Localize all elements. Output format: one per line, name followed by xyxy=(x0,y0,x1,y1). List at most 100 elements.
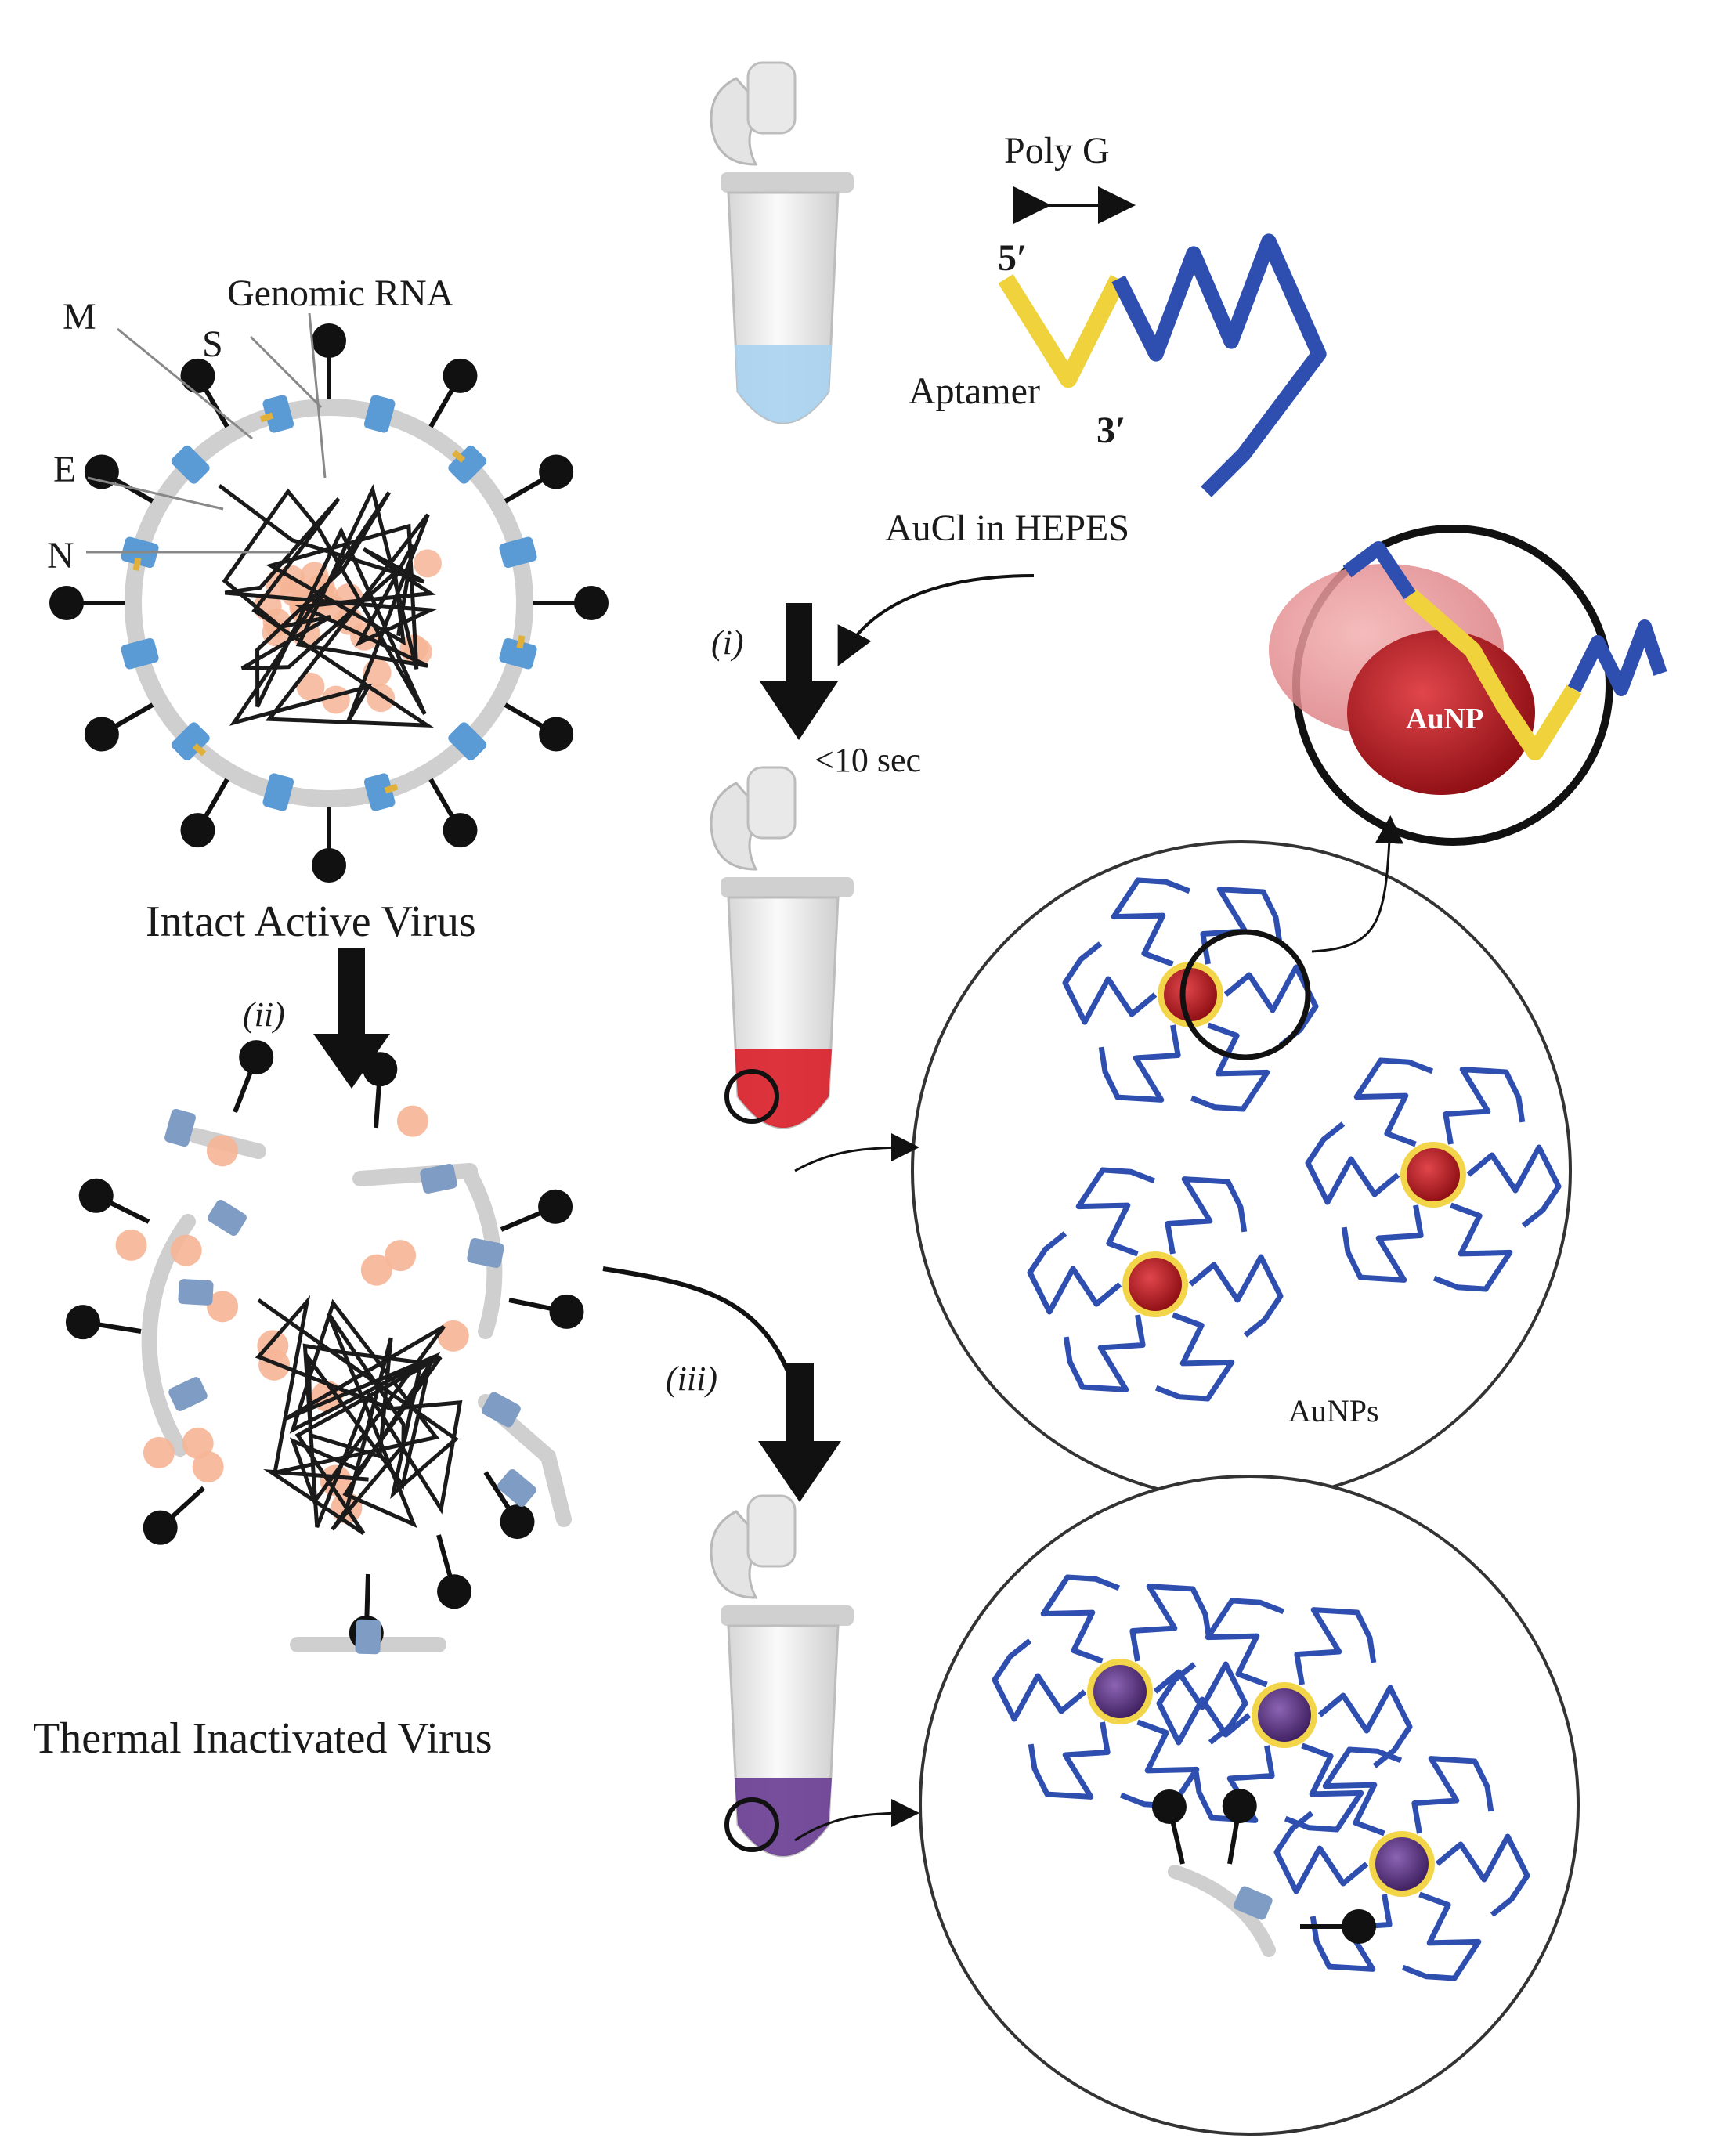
nucleocapsid-protein xyxy=(385,1240,417,1272)
bound-aptamer xyxy=(1063,1314,1146,1392)
spike-protein xyxy=(549,1294,584,1329)
aptamer-backbone xyxy=(1098,1024,1181,1103)
aptamer-backbone xyxy=(1401,1891,1482,1981)
spike-protein xyxy=(1222,1789,1257,1824)
aptamer-backbone xyxy=(1192,1745,1275,1823)
bound-aptamer xyxy=(1466,1144,1562,1228)
poly-g-segment xyxy=(998,274,1127,388)
aptamer-backbone xyxy=(1190,1022,1270,1112)
spike-protein xyxy=(143,1510,178,1545)
spike-protein xyxy=(49,586,84,620)
bound-aptamer xyxy=(1322,1746,1403,1836)
spike-stalk xyxy=(109,1200,150,1224)
bound-aptamer xyxy=(1027,1231,1122,1315)
membrane-protein xyxy=(482,1392,521,1428)
label-step-i: (i) xyxy=(711,623,744,662)
spike-protein xyxy=(239,1040,274,1075)
bound-aptamer xyxy=(1062,941,1158,1025)
spike-protein xyxy=(539,454,574,489)
spike-protein xyxy=(538,1189,573,1224)
membrane-protein xyxy=(262,773,294,811)
aptamer-backbone xyxy=(1435,1833,1530,1917)
tube-cap xyxy=(746,1494,797,1568)
spike-stalk xyxy=(428,778,455,818)
bound-aptamer xyxy=(1443,1067,1526,1145)
magnified-inset-aunp-aptamer xyxy=(1269,525,1667,846)
nucleocapsid-protein xyxy=(413,549,442,578)
step-i-arrow xyxy=(760,603,838,740)
spike-protein xyxy=(312,848,346,883)
membrane-protein xyxy=(363,773,396,811)
envelope-protein xyxy=(132,557,142,571)
label-step-ii: (ii) xyxy=(243,995,285,1034)
envelope-protein xyxy=(384,783,399,794)
aptamer-backbone xyxy=(1063,1314,1146,1392)
envelope-fragment xyxy=(1168,1865,1276,1957)
spike-stalk xyxy=(364,1573,370,1618)
spike-protein xyxy=(1151,1789,1187,1824)
bound-aptamer xyxy=(1153,1661,1248,1745)
aptamer-backbone xyxy=(1040,1574,1121,1664)
tube-purple-aggregated-solution xyxy=(710,1494,854,1858)
nucleocapsid-protein xyxy=(192,1451,224,1483)
gold-nanoparticle xyxy=(1093,1665,1147,1718)
label-s: S xyxy=(202,323,223,365)
bound-aptamer xyxy=(1028,1721,1111,1800)
aptamer-backbone xyxy=(1205,1598,1285,1688)
membrane-protein xyxy=(178,1279,214,1306)
gold-nanoparticle xyxy=(1164,968,1217,1021)
label-five-prime: 5′ xyxy=(998,237,1028,279)
poly-g-segment xyxy=(1403,588,1582,760)
aptamer-backbone xyxy=(1028,1721,1111,1800)
aptamer-backbone xyxy=(1153,1661,1248,1745)
label-aunp-single: AuNP xyxy=(1406,702,1483,735)
aptamer-backbone xyxy=(1567,619,1667,696)
aptamer-backbone xyxy=(1466,1144,1562,1228)
envelope-protein xyxy=(516,635,526,649)
bound-aptamer xyxy=(1317,1685,1413,1768)
gold-nanoparticle xyxy=(1407,1148,1460,1201)
connector-tube2-to-circle xyxy=(794,1133,919,1172)
aptamer-backbone xyxy=(1111,233,1327,497)
tube-aucl-solution xyxy=(710,61,854,424)
spike-protein xyxy=(363,1052,398,1087)
bound-aptamer xyxy=(1190,1022,1270,1112)
tube-rim xyxy=(721,172,854,193)
genomic-rna-strand xyxy=(218,483,439,728)
spike-protein xyxy=(312,323,346,358)
membrane-protein xyxy=(168,1377,208,1411)
bound-aptamer xyxy=(1192,1745,1275,1823)
gold-nanoparticle xyxy=(1258,1688,1311,1742)
connector-tube3-to-circle xyxy=(794,1799,919,1842)
membrane-protein xyxy=(208,1200,247,1236)
nucleocapsid-protein xyxy=(143,1436,175,1468)
bound-aptamer xyxy=(1129,1584,1212,1662)
membrane-protein xyxy=(355,1619,381,1655)
bound-aptamer xyxy=(1273,1811,1369,1894)
magnified-view-aggregated-aunps xyxy=(919,1475,1580,2136)
connector-inset-to-zoom xyxy=(1311,815,1403,953)
spike-stalk xyxy=(428,388,455,428)
envelope-protein xyxy=(192,743,207,757)
spike-stalk xyxy=(170,1486,206,1519)
bound-aptamer xyxy=(1165,1176,1248,1255)
bound-aptamer xyxy=(1284,1742,1364,1833)
spike-stalk xyxy=(1170,1821,1185,1865)
aptamer-backbone xyxy=(1165,1176,1248,1255)
spike-stalk xyxy=(504,477,544,504)
sample-highlight-circle xyxy=(724,1069,779,1124)
membrane-protein xyxy=(420,1164,457,1194)
tube-rim xyxy=(721,1605,854,1626)
label-aunps: AuNPs xyxy=(1288,1393,1379,1428)
aptamer-backbone xyxy=(1310,1894,1393,1972)
spike-protein xyxy=(443,813,478,848)
label-reagent: AuCl in HEPES xyxy=(885,507,1129,549)
membrane-protein xyxy=(121,637,159,670)
membrane-protein xyxy=(499,536,537,569)
bound-aptamer xyxy=(1205,1598,1285,1688)
label-step-iii: (iii) xyxy=(666,1360,717,1398)
membrane-protein xyxy=(363,395,396,433)
spike-stalk xyxy=(500,1210,542,1232)
aptamer-backbone xyxy=(1432,1202,1513,1292)
